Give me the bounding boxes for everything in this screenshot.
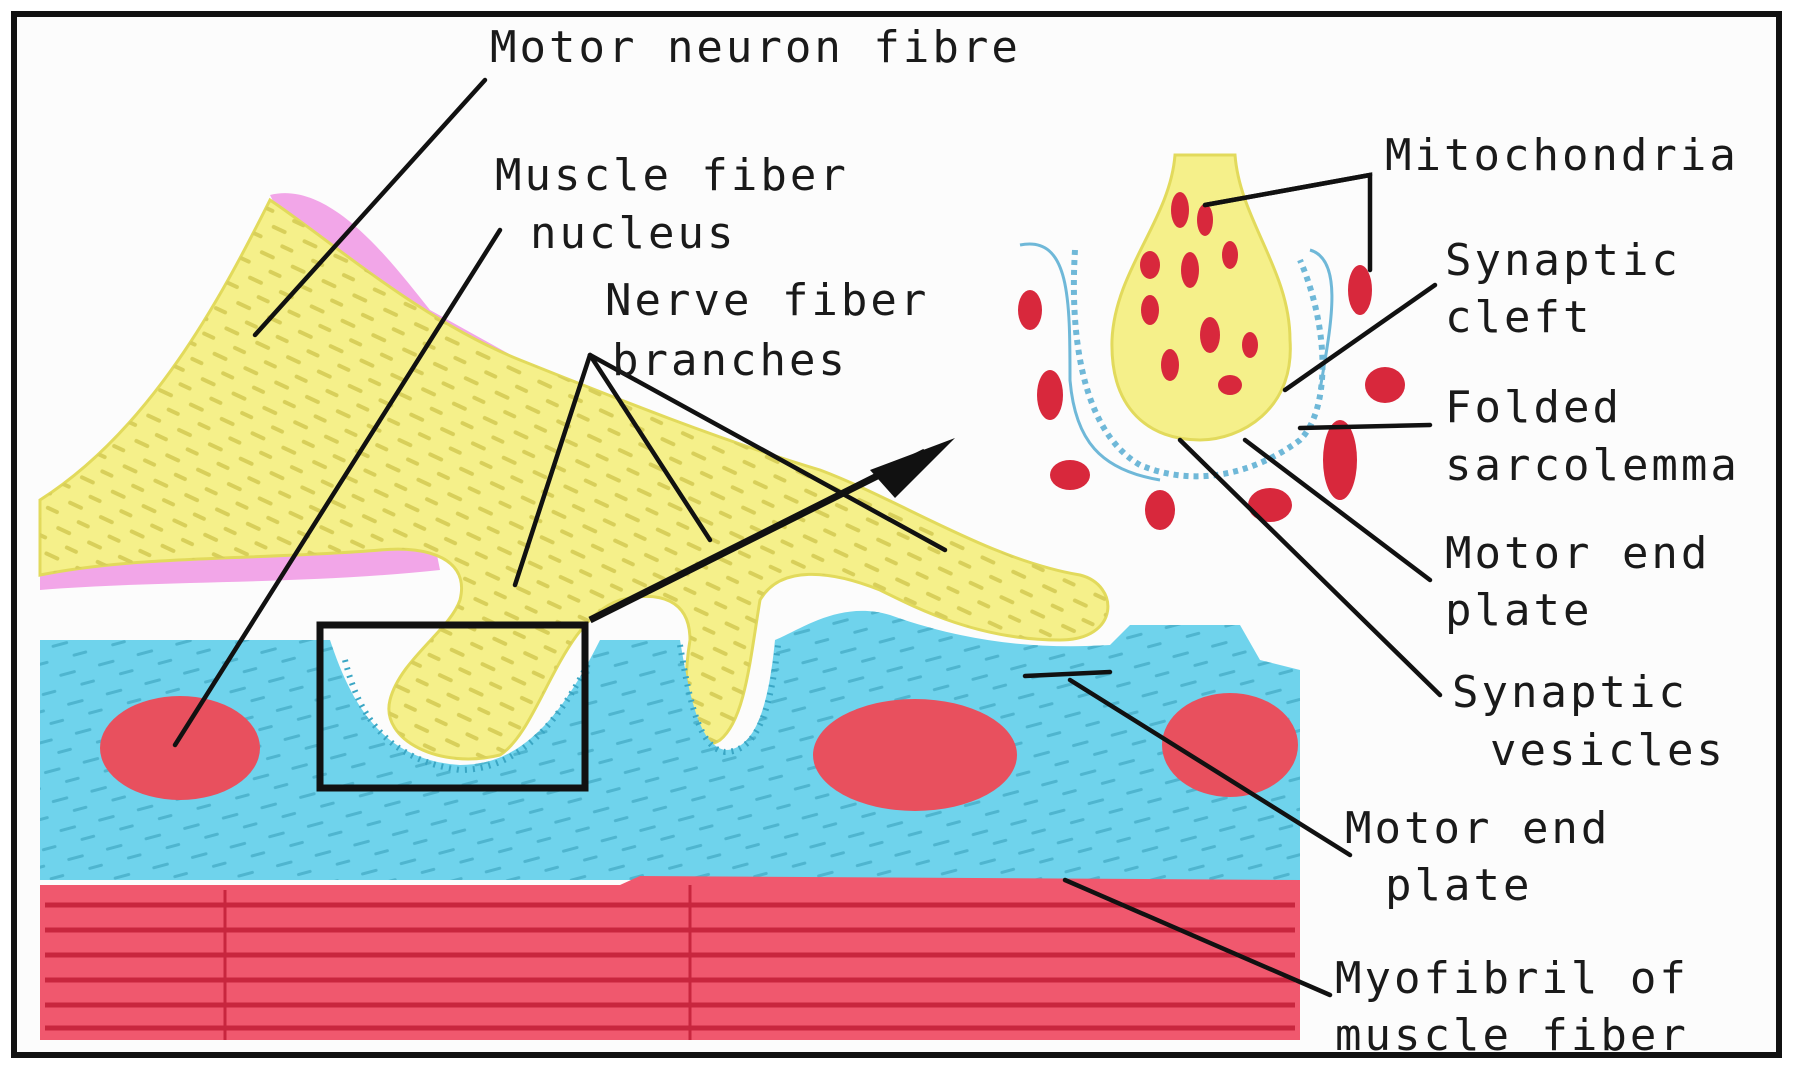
label-synaptic-vesicles: Synaptic xyxy=(1452,667,1688,718)
muscle-fiber-nucleus xyxy=(100,696,260,800)
label-motor-end-plate-inset: Motor end xyxy=(1445,528,1710,579)
label-synaptic-vesicles-2: vesicles xyxy=(1490,725,1726,776)
label-motor-end-plate-2: plate xyxy=(1385,860,1532,911)
label-muscle-fiber-nucleus: Muscle fiber xyxy=(495,150,849,201)
label-muscle-fiber-nucleus-2: nucleus xyxy=(530,208,736,259)
label-motor-end-plate-inset-2: plate xyxy=(1445,585,1592,636)
muscle-fiber-nucleus xyxy=(813,699,1017,811)
label-nerve-fiber-branches: Nerve fiber xyxy=(605,275,929,326)
label-mitochondria: Mitochondria xyxy=(1385,130,1739,181)
label-folded-sarcolemma-2: sarcolemma xyxy=(1445,440,1740,491)
label-folded-sarcolemma: Folded xyxy=(1445,382,1622,433)
label-synaptic-cleft: Synaptic xyxy=(1445,235,1681,286)
label-myofibril-2: muscle fiber xyxy=(1335,1010,1689,1061)
label-nerve-fiber-branches-2: branches xyxy=(612,335,848,386)
label-motor-end-plate: Motor end xyxy=(1345,803,1610,854)
label-synaptic-cleft-2: cleft xyxy=(1445,292,1592,343)
label-myofibril: Myofibril of xyxy=(1335,953,1689,1004)
label-motor-neuron-fibre: Motor neuron fibre xyxy=(490,22,1021,73)
